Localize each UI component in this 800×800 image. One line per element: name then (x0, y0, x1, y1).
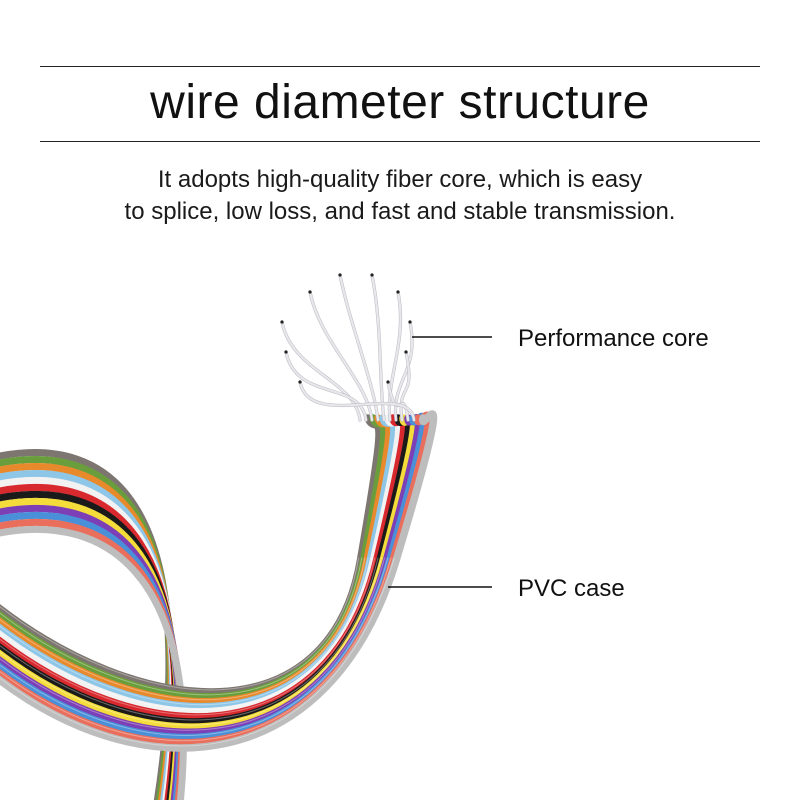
fiber-tip (338, 273, 342, 277)
fiber-tip (298, 380, 302, 384)
fiber-strand (394, 320, 414, 422)
fiber-strand (370, 273, 386, 422)
fiber-strand (298, 380, 416, 422)
fiber-strand (284, 350, 368, 422)
cable-highlight (0, 557, 366, 701)
description-line-1: It adopts high-quality fiber core, which… (157, 166, 643, 193)
cable-highlight (0, 557, 359, 691)
fiber-tip (284, 350, 288, 354)
pvc-case-label: PVC case (518, 575, 625, 602)
fiber-strand (280, 320, 362, 422)
fiber-strands (280, 273, 416, 422)
cable-highlight (0, 557, 376, 716)
cable-highlight (0, 557, 379, 721)
cable-highlight (0, 557, 395, 747)
fiber-tip (408, 320, 412, 324)
fiber-tip (280, 320, 284, 324)
fiber-strand-shadow (284, 350, 368, 422)
performance-core-label: Performance core (518, 325, 709, 352)
cable-highlight (0, 557, 369, 706)
description-line-2: to splice, low loss, and fast and stable… (124, 198, 676, 225)
fiber-strand (338, 273, 380, 422)
fiber-strand (308, 290, 374, 422)
fiber-tip (308, 290, 312, 294)
title-rule-bottom (40, 141, 760, 142)
cable-highlight (0, 557, 389, 736)
page-title: wire diameter structure (150, 76, 650, 129)
description: It adopts high-quality fiber core, which… (0, 164, 800, 228)
cable-strand (0, 410, 438, 752)
cable-bundle (0, 410, 438, 800)
fiber-tip (396, 290, 400, 294)
fiber-strand (400, 350, 410, 422)
cable-highlight (0, 557, 385, 731)
cable-highlight (0, 557, 392, 742)
fiber-tip (386, 380, 390, 384)
cable-highlight (0, 557, 372, 711)
title-rule-top (40, 66, 760, 67)
fiber-tip (404, 350, 408, 354)
fiber-tip (370, 273, 374, 277)
cable-highlight (0, 557, 363, 696)
cable-highlight (0, 557, 382, 726)
fiber-strand (388, 290, 402, 422)
